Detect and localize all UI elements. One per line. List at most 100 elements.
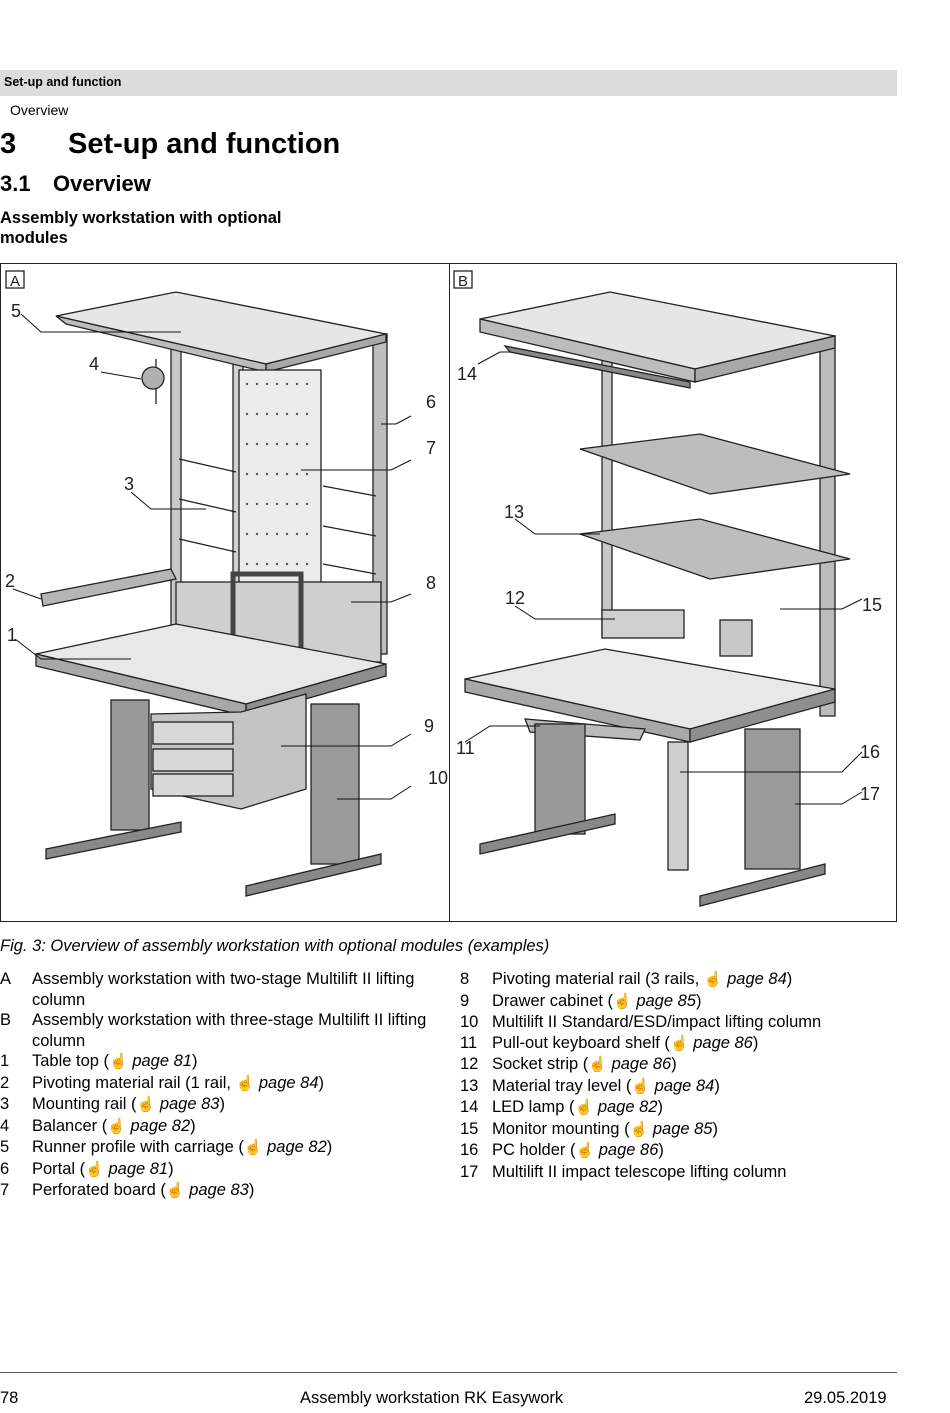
hand-pointer-icon: ☝ — [631, 1077, 651, 1095]
hand-pointer-icon: ☝ — [243, 1139, 263, 1156]
lifting-column-right — [310, 703, 360, 865]
page-ref-link[interactable]: ☝ page 83 — [136, 1095, 220, 1113]
page-ref-link[interactable]: ☝ page 82 — [107, 1116, 191, 1135]
lifting-column-b-right — [744, 728, 801, 870]
callout-10: 10 — [428, 768, 448, 788]
led-lamp — [503, 345, 691, 389]
callout-15: 15 — [862, 595, 882, 615]
callout-8: 8 — [426, 573, 436, 593]
footer-date: 29.05.2019 — [804, 1389, 887, 1407]
running-header-subsection: Overview — [10, 102, 69, 118]
chapter-title: Set-up and function — [68, 128, 341, 160]
portal-frame-a — [55, 291, 388, 655]
page-ref-link[interactable]: ☝ page 82 — [243, 1138, 327, 1156]
page-ref-link[interactable]: ☝ page 86 — [575, 1141, 659, 1159]
figure-overview: 1 2 3 4 5 6 7 8 9 10 A — [0, 263, 897, 922]
callout-labels-a: 1 2 3 4 5 6 7 8 9 10 A — [5, 273, 448, 788]
hand-pointer-icon: ☝ — [107, 1117, 126, 1135]
section-heading: 3.1 Overview — [0, 171, 151, 197]
panel-a-label-box — [5, 270, 25, 289]
page-ref-link[interactable]: ☝ page 86 — [588, 1055, 672, 1073]
hand-pointer-icon: ☝ — [669, 1034, 689, 1052]
section-number: 3.1 — [0, 171, 31, 196]
callout-11: 11 — [456, 738, 475, 758]
page-ref-link[interactable]: ☝ page 82 — [574, 1098, 658, 1116]
hand-pointer-icon: ☝ — [109, 1053, 128, 1070]
figure-panel-b: 11 12 13 14 15 16 17 B — [453, 270, 882, 907]
mounting-rails — [178, 458, 377, 575]
hand-pointer-icon: ☝ — [165, 1182, 185, 1199]
footer-document-title: Assembly workstation RK Easywork — [300, 1389, 564, 1407]
callout-1: 1 — [7, 625, 17, 645]
section-title: Overview — [53, 171, 151, 196]
page-ref-link[interactable]: ☝ page 81 — [85, 1159, 169, 1178]
panel-a-label: A — [10, 273, 20, 290]
perforated-board — [238, 369, 322, 611]
callout-leaders-b — [464, 351, 863, 805]
callout-13: 13 — [504, 502, 524, 522]
callout-14: 14 — [457, 364, 477, 384]
portal-frame-b — [479, 291, 836, 717]
monitor-mounting — [719, 619, 753, 657]
page-ref-link[interactable]: ☝ page 84 — [235, 1073, 319, 1092]
callout-leaders-a — [12, 313, 412, 800]
pc-holder — [667, 741, 689, 871]
figure-caption: Fig. 3: Overview of assembly workstation… — [0, 937, 550, 955]
callout-6: 6 — [426, 392, 436, 412]
page-ref-link[interactable]: ☝ page 85 — [613, 991, 696, 1010]
chapter-number: 3 — [0, 128, 17, 160]
callout-3: 3 — [124, 474, 134, 494]
hand-pointer-icon: ☝ — [85, 1160, 104, 1178]
lifting-column-left — [110, 699, 150, 831]
figure-divider — [449, 264, 450, 921]
callout-5: 5 — [11, 301, 21, 321]
page-ref-link[interactable]: ☝ page 81 — [109, 1052, 192, 1070]
pivoting-rail-single — [40, 568, 177, 607]
footer-rule — [0, 1372, 897, 1373]
page-ref-link[interactable]: ☝ page 84 — [631, 1076, 715, 1095]
material-tray-lower — [579, 518, 851, 580]
page-ref-link[interactable]: ☝ page 85 — [629, 1119, 713, 1138]
hand-pointer-icon: ☝ — [629, 1120, 649, 1138]
running-header-bar: Set-up and function — [0, 70, 897, 96]
foot-b-right — [699, 863, 826, 907]
hand-pointer-icon: ☝ — [613, 992, 632, 1010]
foot-b-left — [479, 813, 616, 855]
drawer-cabinet — [150, 693, 307, 810]
foot-left — [45, 821, 182, 860]
lifting-column-b-left — [534, 723, 586, 835]
callout-9: 9 — [424, 716, 434, 736]
balancer — [141, 359, 165, 404]
page-ref-link[interactable]: ☝ page 83 — [165, 1181, 249, 1199]
hand-pointer-icon: ☝ — [588, 1056, 607, 1073]
socket-strip — [601, 609, 685, 639]
page-ref-link[interactable]: ☝ page 86 — [669, 1033, 753, 1052]
hand-pointer-icon: ☝ — [574, 1099, 594, 1116]
page-ref-link[interactable]: ☝ page 84 — [703, 970, 787, 988]
figure-panel-a: 1 2 3 4 5 6 7 8 9 10 A — [5, 270, 448, 897]
callout-17: 17 — [860, 784, 880, 804]
hand-pointer-icon: ☝ — [235, 1074, 255, 1092]
hand-pointer-icon: ☝ — [136, 1096, 156, 1113]
material-tray-upper — [579, 433, 851, 495]
callout-7: 7 — [426, 438, 436, 458]
subsection-heading: Assembly workstation with optional modul… — [0, 209, 282, 247]
foot-right — [245, 853, 382, 897]
callout-2: 2 — [5, 571, 15, 591]
